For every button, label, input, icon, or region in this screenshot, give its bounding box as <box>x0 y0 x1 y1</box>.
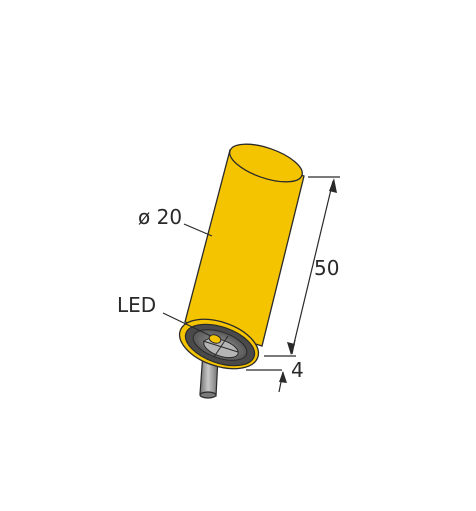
led-label: LED <box>117 293 156 317</box>
diameter-leader-line <box>183 223 213 237</box>
diameter-label: ø 20 <box>138 205 182 229</box>
offset-dimension-line <box>278 339 296 393</box>
offset-label: 4 <box>291 358 304 382</box>
length-dimension-line <box>287 178 337 355</box>
led-leader-line <box>162 312 212 337</box>
housing-top-cap <box>229 143 303 183</box>
sensor-housing <box>184 143 305 347</box>
length-label: 50 <box>314 256 339 280</box>
sensing-face <box>178 318 260 370</box>
led-indicator <box>208 334 222 344</box>
